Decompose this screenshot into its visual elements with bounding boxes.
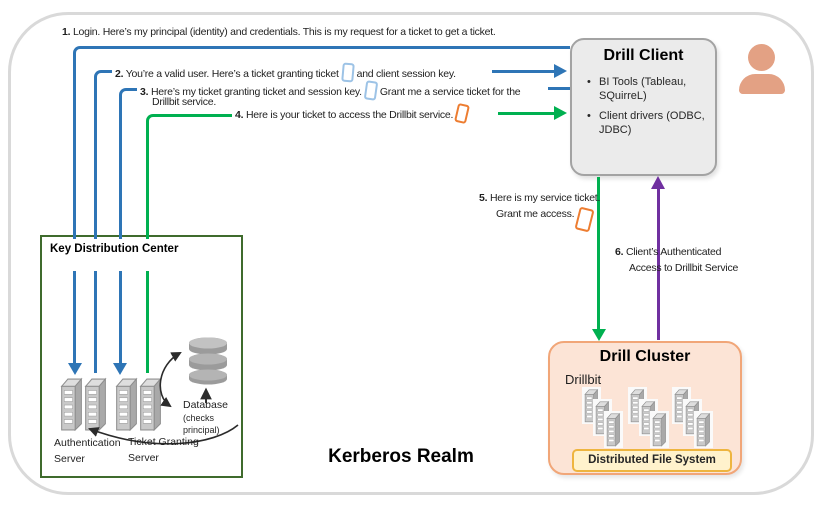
step3-line-to-client xyxy=(548,87,570,90)
drillbit-servers-icon xyxy=(582,387,623,448)
step6-arrowhead xyxy=(651,176,665,189)
service-ticket-icon xyxy=(454,102,471,125)
step-3-text: 3. Here’s my ticket granting ticket and … xyxy=(140,80,521,101)
step4-arrowhead xyxy=(554,106,567,120)
database-note: (checks principal) xyxy=(183,413,220,436)
step3-arrowhead xyxy=(113,363,127,375)
step-6-text-line2: Access to Drillbit Service xyxy=(629,262,739,274)
kerberos-realm-label: Kerberos Realm xyxy=(328,446,474,467)
step2-arrowhead xyxy=(554,64,567,78)
step-1-text: 1. Login. Here’s my principal (identity)… xyxy=(62,26,496,38)
step1-flow-line xyxy=(73,46,570,239)
step-5-text: 5. Here is my service ticket. xyxy=(479,192,601,204)
tgs-database-arrow xyxy=(159,352,182,408)
distributed-file-system-box: Distributed File System xyxy=(572,449,732,472)
user-icon-body xyxy=(739,74,785,94)
step5-arrowhead xyxy=(592,329,606,341)
step5-arrow-line xyxy=(597,177,600,329)
step-5-text-line2: Grant me access. xyxy=(496,208,575,220)
drillbit-servers-icon xyxy=(672,387,713,448)
auth-server-label: Authentication Server xyxy=(54,437,121,466)
drill-client-box: Drill Client •BI Tools (Tableau, SQuirre… xyxy=(570,38,717,176)
step2-flow-line-lower xyxy=(94,271,97,373)
kdc-curved-arrows xyxy=(88,352,239,445)
step-6-text: 6. Client’s Authenticated xyxy=(615,246,722,258)
user-icon xyxy=(748,44,775,71)
list-item: •BI Tools (Tableau, SQuirreL) xyxy=(587,76,687,103)
kdc-title: Key Distribution Center xyxy=(44,239,192,259)
bullet-icon: • xyxy=(587,109,591,122)
step-3-text-line2: Drillbit service. xyxy=(152,96,217,108)
step-4-text: 4. Here is your ticket to access the Dri… xyxy=(235,102,471,125)
step3-flow-line xyxy=(119,88,137,239)
step3-flow-line-lower xyxy=(119,271,122,363)
drill-cluster-title: Drill Cluster xyxy=(599,348,691,365)
drill-cluster-box: Drill Cluster Drillbit Distributed File … xyxy=(548,341,742,475)
step4-flow-line xyxy=(146,114,232,239)
ticket-icon xyxy=(363,80,379,101)
ticket-granting-server-label: Ticket Granting Server xyxy=(128,436,199,465)
drillbit-servers-icon xyxy=(628,387,669,448)
kdc-box: Authentication Server Ticket Granting Se… xyxy=(40,235,243,478)
bullet-icon: • xyxy=(587,76,591,88)
ticket-icon xyxy=(340,62,355,83)
list-item: •Client drivers (ODBC, JDBC) xyxy=(587,109,705,136)
step1-flow-line-lower xyxy=(73,271,76,364)
step-2-text: 2. You’re a valid user. Here’s a ticket … xyxy=(115,62,456,83)
step6-arrow-line xyxy=(657,188,660,340)
database-label: Database xyxy=(183,399,228,411)
drillbit-label: Drillbit xyxy=(565,372,602,387)
drill-client-bullet-list: •BI Tools (Tableau, SQuirreL) •Client dr… xyxy=(586,75,708,137)
step2-flow-line xyxy=(94,70,112,239)
step4-flow-line-lower xyxy=(146,271,149,373)
drill-client-title: Drill Client xyxy=(603,47,684,64)
step4-arrow-line xyxy=(498,112,554,115)
step1-arrowhead xyxy=(68,363,82,375)
step2-arrow-line xyxy=(492,70,554,73)
database-to-auth-arrow xyxy=(88,424,239,445)
